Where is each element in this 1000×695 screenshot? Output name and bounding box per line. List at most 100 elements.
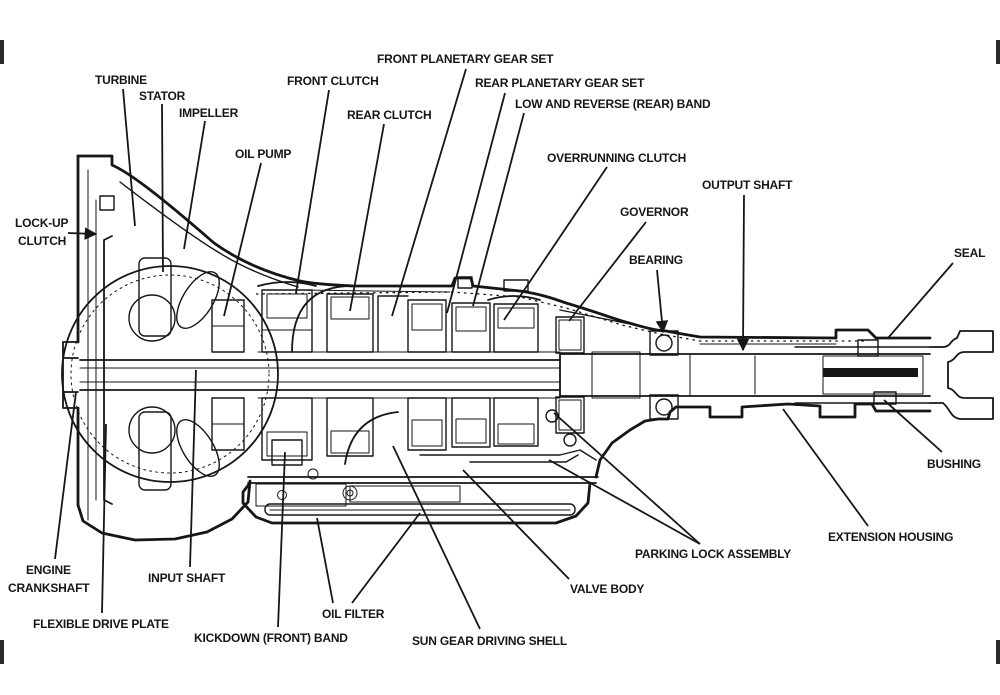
label-text: PARKING LOCK ASSEMBLY [635,547,791,561]
leader-line [67,227,98,240]
leader-line [101,423,107,614]
leader-line [189,369,197,568]
label-front-clutch: FRONT CLUTCH [287,74,379,294]
stator-hub [128,294,176,342]
label-output-shaft: OUTPUT SHAFT [702,178,793,352]
label-text: EXTENSION HOUSING [828,530,953,544]
label-text: OIL PUMP [235,147,291,161]
rear-seal [857,339,879,357]
leader-line [391,68,467,317]
label-rear-planetary-gear-set: REAR PLANETARY GEAR SET [446,76,645,314]
label-text: FRONT CLUTCH [287,74,379,88]
label-text: OUTPUT SHAFT [702,178,793,192]
label-text: OIL FILTER [322,607,385,621]
torque-converter [61,169,279,521]
label-text: INPUT SHAFT [148,571,226,585]
front-clutch-drum [261,289,313,353]
leader-line [472,112,525,307]
leader-line [392,445,481,630]
sun-gear-shell [344,411,399,465]
leader-line [351,512,421,604]
oil-pump-body [211,299,245,451]
label-oil-filter: OIL FILTER [316,512,421,621]
label-text: LOCK-UP [15,216,68,230]
label-parking-lock-assembly: PARKING LOCK ASSEMBLY [548,412,791,561]
flexplate [103,235,113,505]
label-impeller: IMPELLER [179,106,239,250]
label-text: BUSHING [927,457,981,471]
label-input-shaft: INPUT SHAFT [148,369,226,585]
gear-train-lower [257,397,561,466]
output-shaft-lines [559,353,931,397]
scan-artifacts [0,40,1000,664]
leader-line [736,194,750,352]
transmission-drawing [61,154,994,542]
label-seal: SEAL [887,246,985,339]
output-bearing [649,330,679,420]
label-text: OVERRUNNING CLUTCH [547,151,686,165]
impeller-blade-window [176,271,220,329]
leader-line [223,162,262,317]
parking-rod [469,454,579,463]
label-text: REAR CLUTCH [347,108,431,122]
label-text: REAR PLANETARY GEAR SET [475,76,645,90]
label-low-and-reverse-rear-band: LOW AND REVERSE (REAR) BAND [472,97,711,307]
label-kickdown-front-band: KICKDOWN (FRONT) BAND [194,451,349,645]
leader-line [122,88,136,227]
label-text: GOVERNOR [620,205,689,219]
leader-line [349,123,385,312]
slip-yoke-sleeve [794,346,931,404]
rear-clutch-drum [326,293,374,353]
label-text: KICKDOWN (FRONT) BAND [194,631,348,645]
leader-line [503,166,608,321]
leader-line [887,262,954,339]
leader-line [161,103,164,273]
kickdown-servo [271,439,303,466]
leader-line [183,120,206,250]
label-overrunning-clutch: OVERRUNNING CLUTCH [503,151,686,321]
label-extension-housing: EXTENSION HOUSING [782,408,953,544]
label-text: SEAL [954,246,985,260]
label-stator: STATOR [139,89,186,273]
low-reverse-band [487,295,541,301]
label-text: CRANKSHAFT [8,581,90,595]
output-yoke [929,330,994,420]
label-flexible-drive-plate: FLEXIBLE DRIVE PLATE [33,423,169,631]
extension-interior [559,309,897,405]
label-text: SUN GEAR DRIVING SHELL [412,634,567,648]
leader-line [462,469,570,580]
label-text: FLEXIBLE DRIVE PLATE [33,617,169,631]
label-rear-clutch: REAR CLUTCH [347,108,432,312]
leader-line [655,269,669,334]
front-planetary [407,299,447,353]
label-text: ENGINE [26,563,71,577]
rear-bushing [873,391,897,405]
kickdown-band [257,281,317,287]
label-sun-gear-driving-shell: SUN GEAR DRIVING SHELL [392,445,567,648]
label-text: STATOR [139,89,186,103]
input-shaft-lines [79,359,561,391]
label-bushing: BUSHING [883,399,981,471]
gear-train-upper [257,281,561,353]
leader-line [277,451,286,628]
label-front-planetary-gear-set: FRONT PLANETARY GEAR SET [377,52,554,317]
leader-line [446,92,506,314]
label-turbine: TURBINE [95,73,147,227]
label-bearing: BEARING [629,253,683,334]
leader-line [553,412,701,545]
rear-planetary [451,302,491,353]
parking-gear-splines [591,351,641,399]
label-valve-body: VALVE BODY [462,469,645,596]
leader-line [295,89,330,294]
leader-line [548,459,701,545]
label-text: FRONT PLANETARY GEAR SET [377,52,554,66]
label-text: BEARING [629,253,683,267]
leader-line [316,517,334,604]
leader-line [883,399,943,453]
label-oil-pump: OIL PUMP [223,147,292,317]
leader-line [782,408,869,527]
